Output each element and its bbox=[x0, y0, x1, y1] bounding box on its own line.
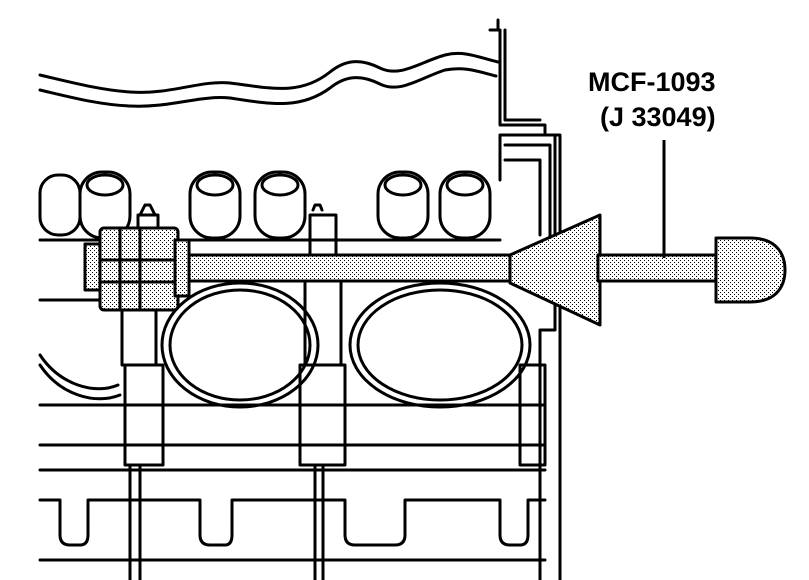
block-right-edge bbox=[543, 133, 562, 580]
head-break-line-inner bbox=[38, 67, 498, 108]
tool-mcf-1093 bbox=[83, 213, 787, 327]
tool-shaft-right bbox=[596, 253, 718, 283]
deck-plate bbox=[488, 28, 547, 182]
bulkhead-left bbox=[120, 298, 165, 580]
tool-handle bbox=[714, 236, 787, 304]
oil-pan-rail bbox=[38, 498, 547, 547]
tool-rod-left bbox=[173, 253, 517, 283]
cylinder-bore-2 bbox=[348, 281, 532, 409]
head-break-line bbox=[38, 51, 500, 94]
tool-nut bbox=[83, 226, 191, 312]
tool-number-label: MCF-1093 bbox=[588, 67, 716, 97]
tool-alt-number-label: (J 33049) bbox=[600, 102, 716, 132]
cylinder-bore-left bbox=[38, 363, 122, 401]
cylinder-bore-1 bbox=[160, 281, 320, 409]
tool-cone bbox=[508, 213, 602, 327]
bulkhead-right bbox=[518, 363, 547, 467]
lifter-bores bbox=[38, 170, 492, 240]
